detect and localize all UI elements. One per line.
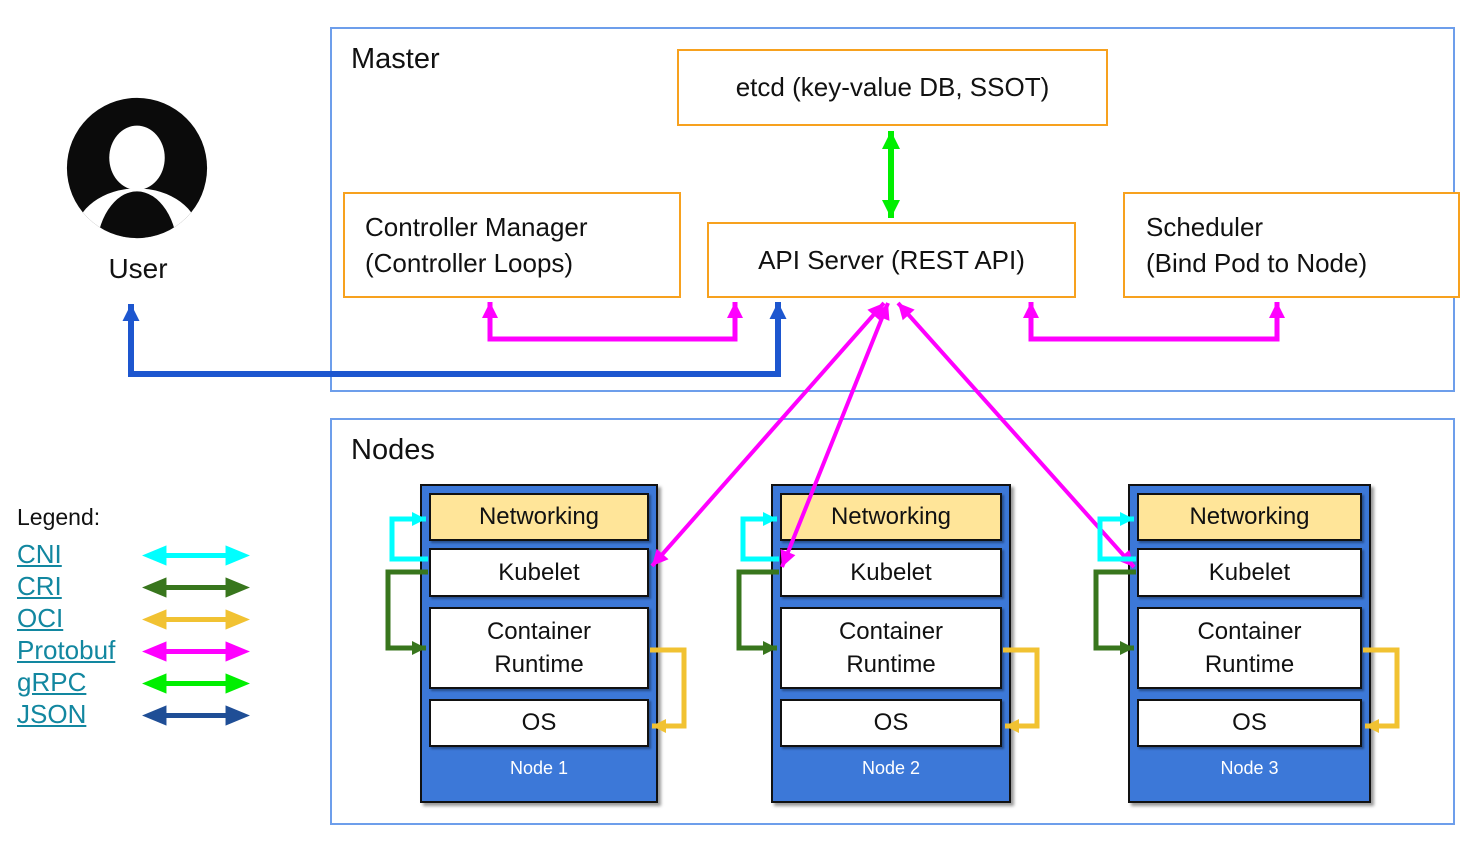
nodes-section: Nodes Networking Kubelet Container Runti… bbox=[330, 418, 1455, 825]
node-3-networking-box: Networking bbox=[1137, 493, 1362, 541]
node-2-container-runtime-box: Container Runtime bbox=[780, 607, 1002, 689]
oci-arrow-swatch bbox=[142, 609, 250, 630]
controller-manager-box: Controller Manager (Controller Loops) bbox=[343, 192, 681, 298]
node-2-label: Node 2 bbox=[861, 758, 921, 778]
scheduler-box: Scheduler (Bind Pod to Node) bbox=[1123, 192, 1460, 298]
cni-arrow-swatch bbox=[142, 545, 250, 566]
user-avatar-icon bbox=[64, 95, 210, 241]
legend-row-grpc: gRPC bbox=[17, 667, 262, 699]
etcd-box: etcd (key-value DB, SSOT) bbox=[677, 49, 1108, 126]
nodes-title: Nodes bbox=[351, 434, 435, 466]
node-1: Networking Kubelet Container Runtime OS … bbox=[420, 484, 658, 803]
legend-link-grpc[interactable]: gRPC bbox=[17, 667, 87, 697]
json-arrow-swatch bbox=[142, 705, 250, 726]
legend-row-cri: CRI bbox=[17, 571, 262, 603]
master-title: Master bbox=[351, 43, 440, 75]
node-1-label: Node 1 bbox=[509, 758, 569, 778]
scheduler-label-line1: Scheduler bbox=[1146, 212, 1264, 242]
node-3-label: Node 3 bbox=[1220, 758, 1279, 778]
etcd-label: etcd (key-value DB, SSOT) bbox=[735, 72, 1050, 102]
node-3: Networking Kubelet Container Runtime OS … bbox=[1128, 484, 1371, 803]
legend-title: Legend: bbox=[17, 504, 101, 530]
user-label: User bbox=[108, 253, 168, 284]
node-1-networking-box: Networking bbox=[429, 493, 649, 541]
cri-arrow-swatch bbox=[142, 577, 250, 598]
node-2-kubelet-box: Kubelet bbox=[780, 548, 1002, 597]
node-3-container-runtime-box: Container Runtime bbox=[1137, 607, 1362, 689]
legend: Legend: CNI CRI OCI bbox=[17, 504, 262, 731]
legend-row-protobuf: Protobuf bbox=[17, 635, 262, 667]
controller-manager-label-line1: Controller Manager bbox=[365, 212, 588, 242]
grpc-arrow-swatch bbox=[142, 673, 250, 694]
node-1-os-box: OS bbox=[429, 699, 649, 747]
node-1-container-runtime-box: Container Runtime bbox=[429, 607, 649, 689]
node-2: Networking Kubelet Container Runtime OS … bbox=[771, 484, 1011, 803]
api-server-box: API Server (REST API) bbox=[707, 222, 1076, 298]
legend-row-cni: CNI bbox=[17, 539, 262, 571]
legend-row-oci: OCI bbox=[17, 603, 262, 635]
node-2-networking-box: Networking bbox=[780, 493, 1002, 541]
legend-link-protobuf[interactable]: Protobuf bbox=[17, 635, 116, 665]
legend-row-json: JSON bbox=[17, 699, 262, 731]
controller-manager-label-line2: (Controller Loops) bbox=[365, 248, 574, 278]
api-server-label: API Server (REST API) bbox=[758, 244, 1025, 275]
legend-link-cri[interactable]: CRI bbox=[17, 571, 62, 601]
legend-link-cni[interactable]: CNI bbox=[17, 539, 62, 569]
node-3-kubelet-box: Kubelet bbox=[1137, 548, 1362, 597]
legend-link-json[interactable]: JSON bbox=[17, 699, 87, 729]
master-section: Master etcd (key-value DB, SSOT) Control… bbox=[330, 27, 1460, 392]
node-1-kubelet-box: Kubelet bbox=[429, 548, 649, 597]
node-3-os-box: OS bbox=[1137, 699, 1362, 747]
protobuf-arrow-swatch bbox=[142, 641, 250, 662]
node-2-os-box: OS bbox=[780, 699, 1002, 747]
scheduler-label-line2: (Bind Pod to Node) bbox=[1146, 248, 1368, 278]
legend-link-oci[interactable]: OCI bbox=[17, 603, 64, 633]
